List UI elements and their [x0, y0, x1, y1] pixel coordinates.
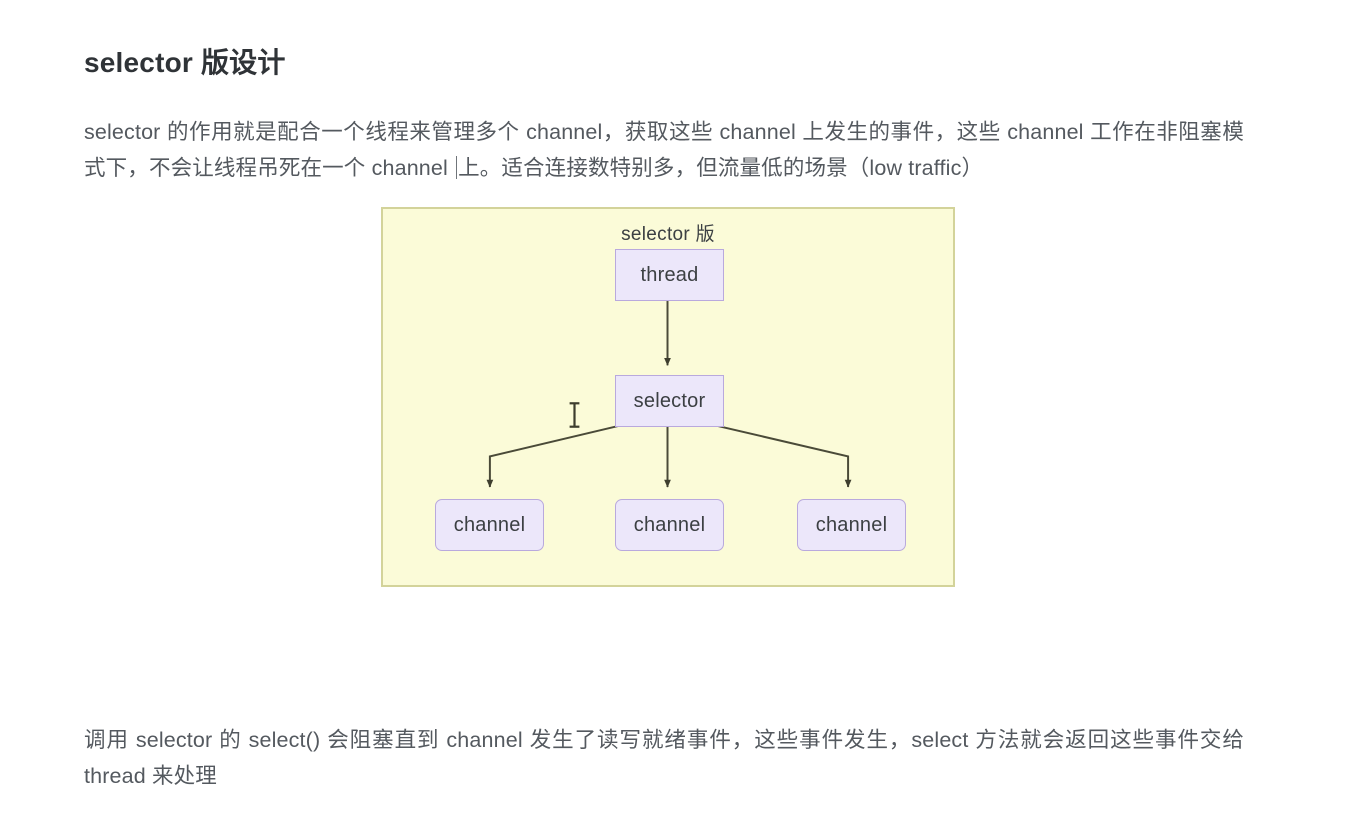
diagram-node-thread: thread — [615, 249, 724, 301]
outro-paragraph: 调用 selector 的 select() 会阻塞直到 channel 发生了… — [84, 727, 1244, 788]
diagram-title: selector 版 — [621, 224, 715, 245]
edge-selector-to-channel3 — [716, 424, 852, 488]
diagram-node-channel-1: channel — [435, 499, 544, 551]
selector-architecture-diagram: selector 版 thread selector channel chann… — [381, 207, 955, 587]
diagram-node-selector: selector — [615, 375, 724, 427]
edge-selector-to-channel1 — [486, 424, 620, 488]
diagram-node-channel-2: channel — [615, 499, 724, 551]
diagram-edges — [486, 301, 852, 488]
intro-paragraph: selector 的作用就是配合一个线程来管理多个 channel，获取这些 c… — [84, 114, 1244, 186]
intro-paragraph-text-after-caret: 上。适合连接数特别多，但流量低的场景（low traffic） — [458, 155, 984, 180]
diagram-node-channel-3: channel — [797, 499, 906, 551]
page-title: selector 版设计 — [84, 46, 286, 78]
intro-paragraph-text-before-caret: selector 的作用就是配合一个线程来管理多个 channel，获取这些 c… — [84, 119, 1244, 180]
text-caret — [456, 155, 458, 179]
